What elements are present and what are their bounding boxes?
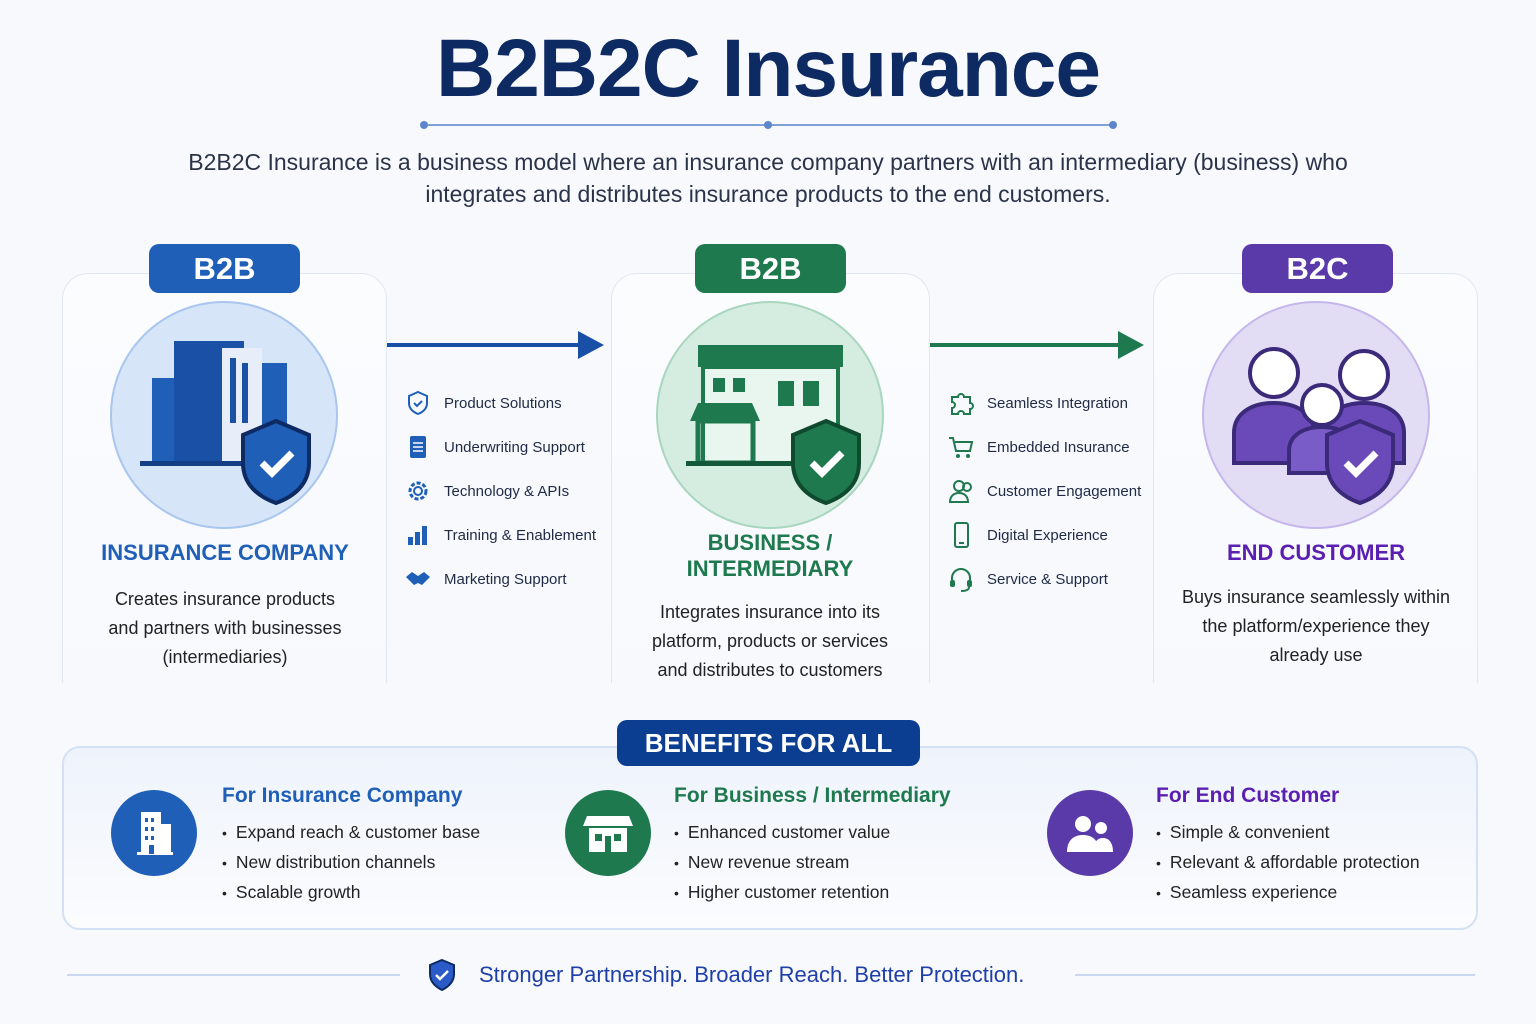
intermediary-offers-list: Seamless Integration Embedded Insurance …: [947, 389, 1141, 593]
list-item: Seamless Integration: [947, 389, 1141, 417]
benefit-item: Expand reach & customer base: [222, 818, 480, 848]
offer-label: Digital Experience: [987, 526, 1108, 544]
users-icon: [948, 480, 972, 503]
list-item: Product Solutions: [404, 389, 596, 417]
b2c-badge: B2C: [1242, 244, 1393, 293]
divider-dot: [420, 121, 428, 129]
family-shield-icon: [1202, 301, 1430, 529]
benefit-list-insurer: Expand reach & customer base New distrib…: [222, 818, 480, 908]
list-item: Marketing Support: [404, 565, 596, 593]
building-icon: [111, 790, 197, 876]
insurance-company-title: INSURANCE COMPANY: [101, 540, 349, 565]
benefit-title-intermediary: For Business / Intermediary: [674, 784, 951, 807]
offer-label: Marketing Support: [444, 570, 567, 588]
b2b-badge: B2B: [695, 244, 846, 293]
intermediary-title: BUSINESS / INTERMEDIARY: [686, 530, 854, 581]
storefront-shield-icon: [656, 301, 884, 529]
benefit-item: Scalable growth: [222, 878, 480, 908]
offer-label: Seamless Integration: [987, 394, 1128, 412]
list-item: Training & Enablement: [404, 521, 596, 549]
benefit-item: New distribution channels: [222, 848, 480, 878]
insurer-offers-list: Product Solutions Underwriting Support T…: [404, 389, 596, 593]
offer-label: Training & Enablement: [444, 526, 597, 544]
end-customer-description: Buys insurance seamlessly within the pla…: [1181, 587, 1451, 665]
benefit-item: Enhanced customer value: [674, 818, 890, 848]
storefront-icon: [565, 790, 651, 876]
b2b-badge: B2B: [149, 244, 300, 293]
shield-check-icon: [429, 958, 455, 992]
benefit-title-customer: For End Customer: [1156, 784, 1340, 807]
benefits-badge: BENEFITS FOR ALL: [617, 720, 920, 766]
benefit-list-customer: Simple & convenient Relevant & affordabl…: [1156, 818, 1420, 908]
flow-arrow: [930, 343, 1125, 347]
users-icon: [1047, 790, 1133, 876]
arrow-head-icon: [578, 331, 604, 359]
benefit-list-intermediary: Enhanced customer value New revenue stre…: [674, 818, 890, 908]
footer-divider: [1075, 974, 1475, 976]
handshake-icon: [406, 572, 430, 585]
benefit-item: Seamless experience: [1156, 878, 1420, 908]
insurance-company-description: Creates insurance products and partners …: [108, 589, 342, 667]
arrow-head-icon: [1118, 331, 1144, 359]
document-icon: [410, 436, 426, 458]
offer-label: Embedded Insurance: [987, 438, 1130, 456]
end-customer-title: END CUSTOMER: [1226, 540, 1406, 565]
gear-icon: [408, 481, 428, 501]
divider-dot: [764, 121, 772, 129]
page-title: B2B2C Insurance: [435, 23, 1101, 114]
benefit-item: Simple & convenient: [1156, 818, 1420, 848]
headset-icon: [950, 568, 972, 592]
puzzle-icon: [951, 393, 974, 415]
flow-arrow: [387, 343, 587, 347]
offer-label: Service & Support: [987, 570, 1108, 588]
building-shield-icon: [110, 301, 338, 529]
intermediary-description: Integrates insurance into its platform, …: [651, 602, 889, 680]
bar-chart-icon: [408, 526, 427, 545]
list-item: Customer Engagement: [947, 477, 1141, 505]
cart-icon: [949, 437, 974, 458]
divider-dot: [1109, 121, 1117, 129]
benefit-title-insurer: For Insurance Company: [222, 784, 463, 807]
list-item: Service & Support: [947, 565, 1141, 593]
mobile-icon: [954, 522, 969, 548]
benefit-item: Higher customer retention: [674, 878, 890, 908]
offer-label: Technology & APIs: [444, 482, 570, 500]
list-item: Embedded Insurance: [947, 433, 1141, 461]
footer-divider: [67, 974, 400, 976]
footer-tagline: Stronger Partnership. Broader Reach. Bet…: [479, 962, 1025, 987]
benefit-item: Relevant & affordable protection: [1156, 848, 1420, 878]
shield-check-icon: [408, 390, 428, 416]
offer-label: Underwriting Support: [444, 438, 585, 456]
offer-label: Customer Engagement: [987, 482, 1142, 500]
benefit-item: New revenue stream: [674, 848, 890, 878]
list-item: Digital Experience: [947, 521, 1141, 549]
list-item: Underwriting Support: [404, 433, 596, 461]
offer-label: Product Solutions: [444, 394, 562, 412]
intro-text: B2B2C Insurance is a business model wher…: [188, 149, 1348, 207]
list-item: Technology & APIs: [404, 477, 596, 505]
